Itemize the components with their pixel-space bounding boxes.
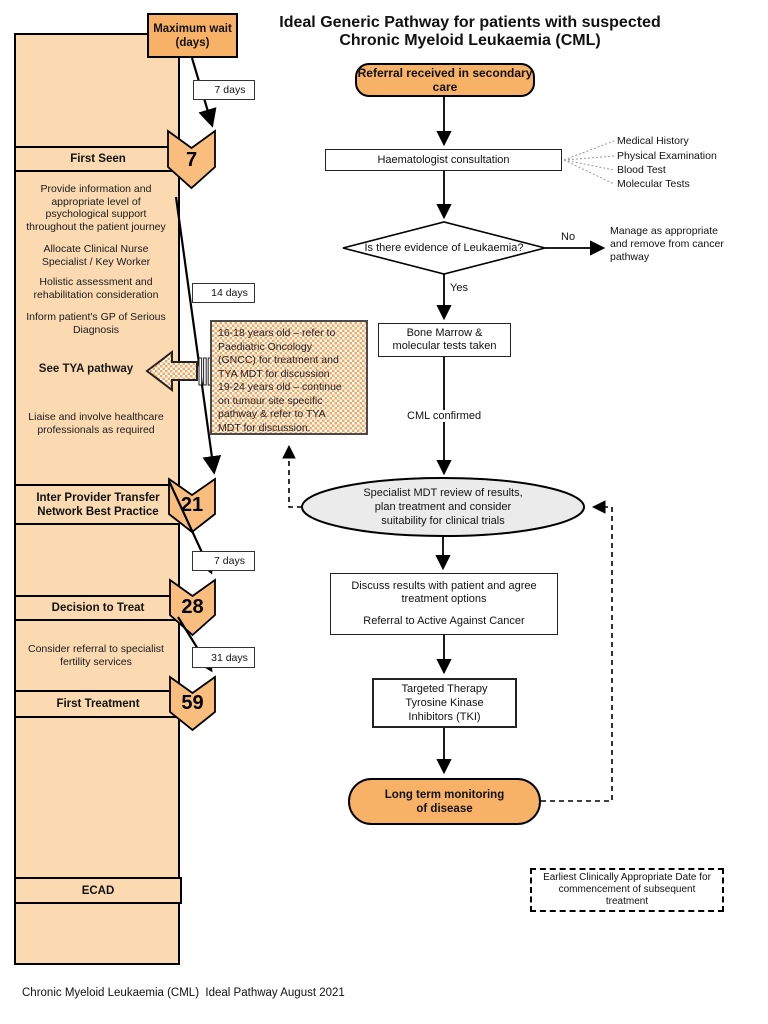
test-label-medical-history: Medical History	[617, 135, 689, 147]
cml-confirmed-label: CML confirmed	[404, 410, 485, 422]
discuss-results-text: Discuss results with patient and agree t…	[351, 580, 537, 605]
interval-label-4: 31 days	[192, 647, 255, 668]
node-referral-received: Referral received in secondary care	[355, 63, 535, 97]
ecad-definition-note: Earliest Clinically Appropriate Date for…	[530, 868, 724, 912]
dashed-link-monitoring-to-mdt	[541, 500, 613, 802]
note-psychological-support: Provide information and appropriate leve…	[26, 183, 166, 233]
test-label-molecular-tests: Molecular Tests	[617, 178, 690, 190]
test-label-physical-examination: Physical Examination	[617, 150, 717, 162]
page-title: Ideal Generic Pathway for patients with …	[240, 14, 700, 50]
test-fan-lines	[563, 140, 615, 185]
milestone-label: First Treatment	[56, 698, 140, 710]
note-fertility-services: Consider referral to specialist fertilit…	[28, 643, 164, 668]
node-discuss-results: Discuss results with patient and agree t…	[330, 573, 558, 635]
note-inform-gp: Inform patient's GP of Serious Diagnosis	[26, 311, 166, 336]
chevron-7	[167, 129, 216, 190]
milestone-band-first-treatment: First Treatment	[14, 690, 180, 718]
chevron-59	[169, 675, 216, 732]
manage-appropriate-note: Manage as appropriate and remove from ca…	[610, 225, 724, 263]
maximum-wait-box: Maximum wait (days)	[147, 13, 238, 58]
milestone-band-decision-to-treat: Decision to Treat	[14, 595, 180, 621]
tya-left-arrow	[145, 349, 212, 393]
decision-question: Is there evidence of Leukaemia?	[364, 241, 524, 254]
milestone-label: Inter Provider Transfer Network Best Pra…	[36, 491, 160, 518]
note-clinical-nurse: Allocate Clinical Nurse Specialist / Key…	[41, 243, 151, 268]
title-line-2: Chronic Myeloid Leukaemia (CML)	[339, 32, 601, 49]
milestone-label: Decision to Treat	[51, 602, 145, 614]
dashed-link-mdt-to-tya	[282, 444, 302, 508]
test-label-blood-test: Blood Test	[617, 164, 666, 176]
interval-label-3: 7 days	[192, 551, 255, 571]
wait-days-59: 59	[181, 692, 204, 714]
tya-referral-note: 16-18 years old – refer to Paediatric On…	[210, 320, 368, 435]
node-long-term-monitoring: Long term monitoring of disease	[348, 778, 541, 825]
interval-label-2: 14 days	[192, 283, 255, 303]
decision-diamond	[342, 221, 546, 275]
wait-days-21: 21	[180, 494, 204, 516]
title-line-1: Ideal Generic Pathway for patients with …	[279, 14, 661, 31]
interval-label-1: 7 days	[193, 80, 255, 100]
node-targeted-therapy-tki: Targeted Therapy Tyrosine Kinase Inhibit…	[372, 678, 517, 728]
chevron-21	[168, 477, 216, 534]
note-liaise-healthcare: Liaise and involve healthcare profession…	[28, 411, 164, 436]
node-bone-marrow-tests: Bone Marrow & molecular tests taken	[378, 323, 511, 357]
milestone-band-ecad: ECAD	[14, 877, 182, 904]
yes-label: Yes	[450, 282, 468, 294]
wait-arrow-2	[174, 196, 222, 475]
wait-days-7: 7	[185, 149, 198, 171]
milestone-label: First Seen	[70, 153, 126, 165]
see-tya-pathway-label: See TYA pathway	[38, 363, 134, 375]
footer-caption: Chronic Myeloid Leukaemia (CML) Ideal Pa…	[22, 987, 345, 999]
no-label: No	[561, 231, 576, 243]
milestone-label: ECAD	[81, 884, 115, 897]
node-haematologist-consultation: Haematologist consultation	[325, 149, 562, 171]
referral-active-against-cancer-text: Referral to Active Against Cancer	[363, 615, 525, 627]
note-holistic-assessment: Holistic assessment and rehabilitation c…	[33, 276, 159, 301]
wait-days-28: 28	[181, 596, 204, 618]
milestone-band-first-seen: First Seen	[14, 146, 180, 172]
mdt-ellipse	[301, 477, 585, 537]
node-mdt-review: Specialist MDT review of results, plan t…	[363, 487, 523, 527]
milestone-band-inter-provider-transfer: Inter Provider Transfer Network Best Pra…	[14, 484, 180, 525]
